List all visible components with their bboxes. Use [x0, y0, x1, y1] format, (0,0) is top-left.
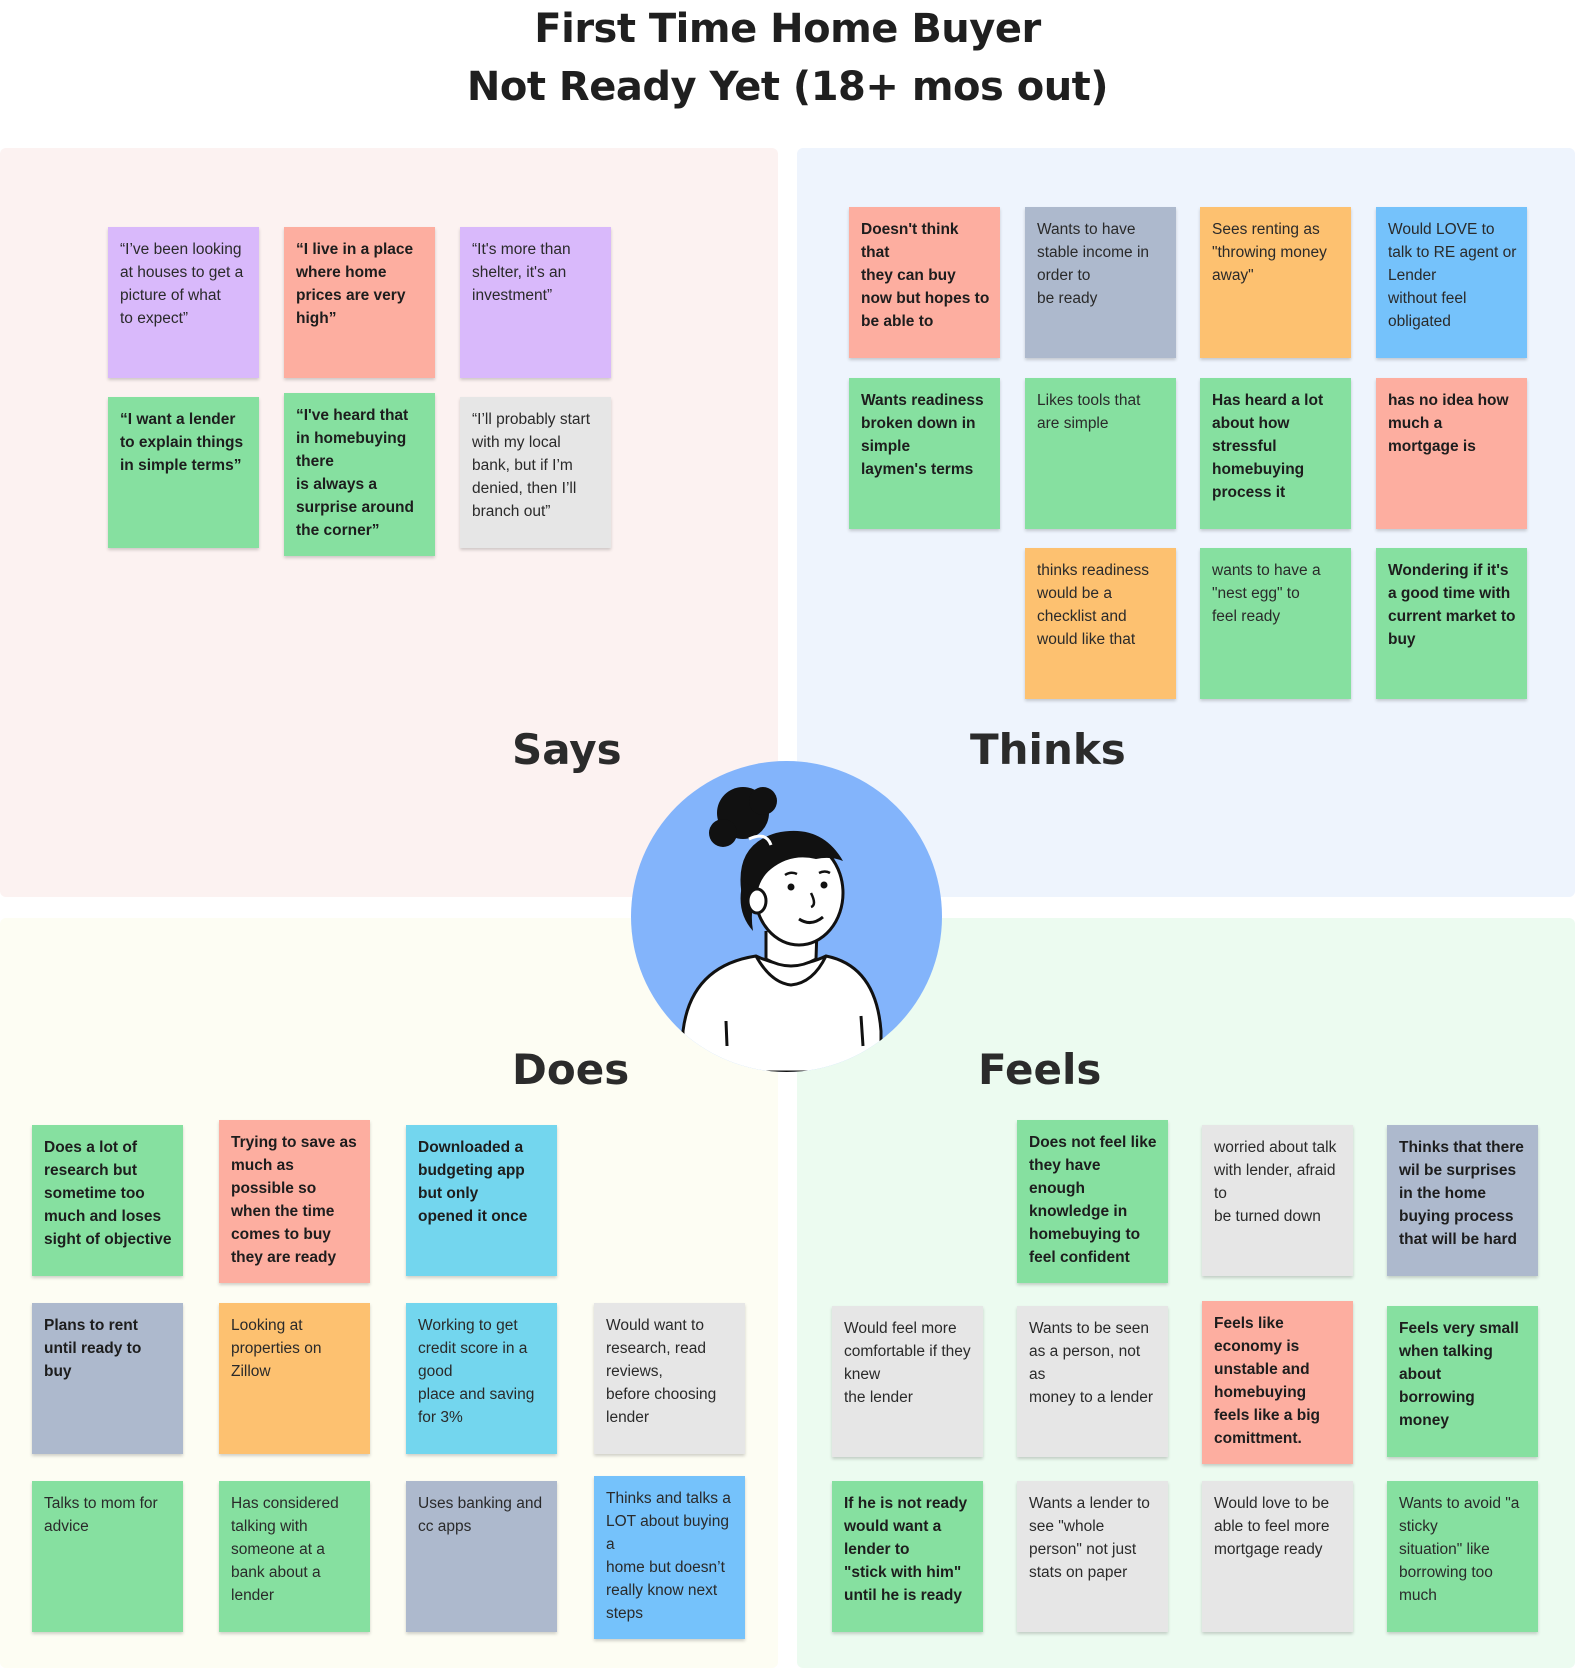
sticky-note[interactable]: Likes tools that are simple [1025, 378, 1176, 529]
sticky-note[interactable]: Feels very small when talking about borr… [1387, 1306, 1538, 1457]
sticky-note[interactable]: If he is not ready would want a lender t… [832, 1481, 983, 1632]
sticky-note[interactable]: Has considered talking with someone at a… [219, 1481, 370, 1632]
sticky-note[interactable]: “I’ve been looking at houses to get a pi… [108, 227, 259, 378]
thinks-label: Thinks [970, 725, 1126, 774]
sticky-note[interactable]: Does a lot of research but sometime too … [32, 1125, 183, 1276]
sticky-note[interactable]: Talks to mom for advice [32, 1481, 183, 1632]
sticky-note[interactable]: wants to have a "nest egg" to feel ready [1200, 548, 1351, 699]
person-illustration-icon [681, 787, 883, 1072]
sticky-note[interactable]: worried about talk with lender, afraid t… [1202, 1125, 1353, 1276]
feels-label: Feels [978, 1045, 1102, 1094]
sticky-note[interactable]: Would feel more comfortable if they knew… [832, 1306, 983, 1457]
sticky-note[interactable]: Working to get credit score in a good pl… [406, 1303, 557, 1454]
sticky-note[interactable]: Thinks that there wil be surprises in th… [1387, 1125, 1538, 1276]
does-label: Does [512, 1045, 630, 1094]
sticky-note[interactable]: “I've heard that in homebuying there is … [284, 393, 435, 556]
sticky-note[interactable]: Would love to be able to feel more mortg… [1202, 1481, 1353, 1632]
sticky-note[interactable]: Would want to research, read reviews, be… [594, 1303, 745, 1454]
sticky-note[interactable]: Wants to avoid "a sticky situation" like… [1387, 1481, 1538, 1632]
sticky-note[interactable]: “I’ll probably start with my local bank,… [460, 397, 611, 548]
sticky-note[interactable]: Wants to be seen as a person, not as mon… [1017, 1306, 1168, 1457]
sticky-note[interactable]: “It's more than shelter, it's an investm… [460, 227, 611, 378]
says-label: Says [512, 725, 622, 774]
sticky-note[interactable]: Wants readiness broken down in simple la… [849, 378, 1000, 529]
sticky-note[interactable]: thinks readiness would be a checklist an… [1025, 548, 1176, 699]
sticky-note[interactable]: Plans to rent until ready to buy [32, 1303, 183, 1454]
sticky-note[interactable]: Trying to save as much as possible so wh… [219, 1120, 370, 1283]
sticky-note[interactable]: Wondering if it's a good time with curre… [1376, 548, 1527, 699]
sticky-note[interactable]: Uses banking and cc apps [406, 1481, 557, 1632]
sticky-note[interactable]: “I want a lender to explain things in si… [108, 397, 259, 548]
sticky-note[interactable]: Looking at properties on Zillow [219, 1303, 370, 1454]
sticky-note[interactable]: Feels like economy is unstable and homeb… [1202, 1301, 1353, 1464]
sticky-note[interactable]: “I live in a place where home prices are… [284, 227, 435, 378]
sticky-note[interactable]: Wants to have stable income in order to … [1025, 207, 1176, 358]
sticky-note[interactable]: Doesn't think that they can buy now but … [849, 207, 1000, 358]
sticky-note[interactable]: Sees renting as "throwing money away" [1200, 207, 1351, 358]
sticky-note[interactable]: Would LOVE to talk to RE agent or Lender… [1376, 207, 1527, 358]
sticky-note[interactable]: has no idea how much a mortgage is [1376, 378, 1527, 529]
sticky-note[interactable]: Wants a lender to see "whole person" not… [1017, 1481, 1168, 1632]
title-line-2: Not Ready Yet (18+ mos out) [466, 64, 1109, 110]
title-line-1: First Time Home Buyer [534, 6, 1041, 52]
sticky-note[interactable]: Has heard a lot about how stressful home… [1200, 378, 1351, 529]
sticky-note[interactable]: Thinks and talks a LOT about buying a ho… [594, 1476, 745, 1639]
sticky-note[interactable]: Downloaded a budgeting app but only open… [406, 1125, 557, 1276]
persona-avatar [631, 761, 942, 1072]
sticky-note[interactable]: Does not feel like they have enough know… [1017, 1120, 1168, 1283]
